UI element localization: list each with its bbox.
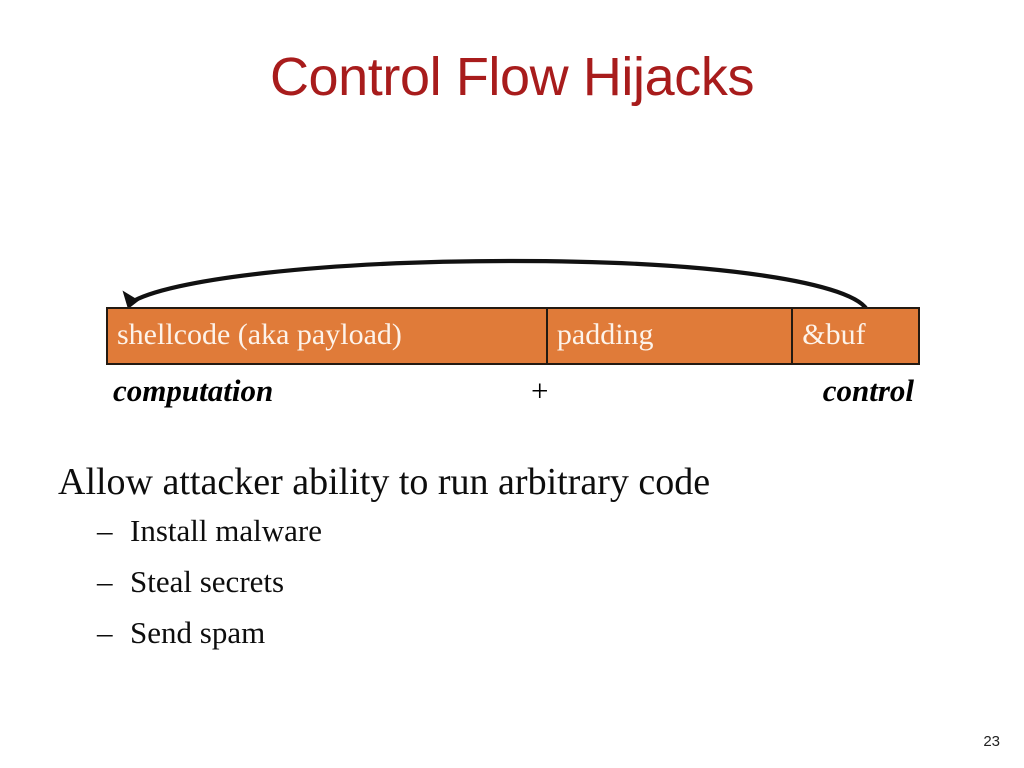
page-title: Control Flow Hijacks <box>269 47 755 107</box>
buffer-semantics-row: computation + control <box>106 373 920 413</box>
dash-icon: – <box>97 513 113 548</box>
buffer-cell-padding: padding <box>547 309 794 363</box>
bullet-sub-steal-secrets: – Steal secrets <box>97 566 958 597</box>
dash-icon: – <box>97 564 113 599</box>
buffer-cell-shellcode: shellcode (aka payload) <box>108 309 548 363</box>
buffer-cell-retaddr-label: &buf <box>802 318 866 351</box>
semantics-plus-operator: + <box>531 373 549 408</box>
dash-icon: – <box>97 615 113 650</box>
bullet-sub-send-spam: – Send spam <box>97 617 958 648</box>
semantics-label-control: control <box>822 373 914 408</box>
bullet-sub-install-malware: – Install malware <box>97 515 958 546</box>
semantics-label-computation: computation <box>113 373 274 408</box>
bullet-sub-label: Steal secrets <box>130 564 285 599</box>
bullet-sub-label: Install malware <box>130 513 322 548</box>
buffer-cell-shellcode-label: shellcode (aka payload) <box>117 318 402 351</box>
buffer-layout-diagram: shellcode (aka payload) padding &buf com… <box>106 255 922 425</box>
body-bullet-list: Allow attacker ability to run arbitrary … <box>58 463 958 668</box>
buffer-cell-padding-label: padding <box>556 318 654 351</box>
page-number: 23 <box>983 733 1000 750</box>
buffer-cell-retaddr: &buf <box>793 309 918 363</box>
bullet-main: Allow attacker ability to run arbitrary … <box>58 461 711 503</box>
buffer-cells-row: shellcode (aka payload) padding &buf <box>106 307 920 365</box>
bullet-sub-label: Send spam <box>130 615 266 650</box>
